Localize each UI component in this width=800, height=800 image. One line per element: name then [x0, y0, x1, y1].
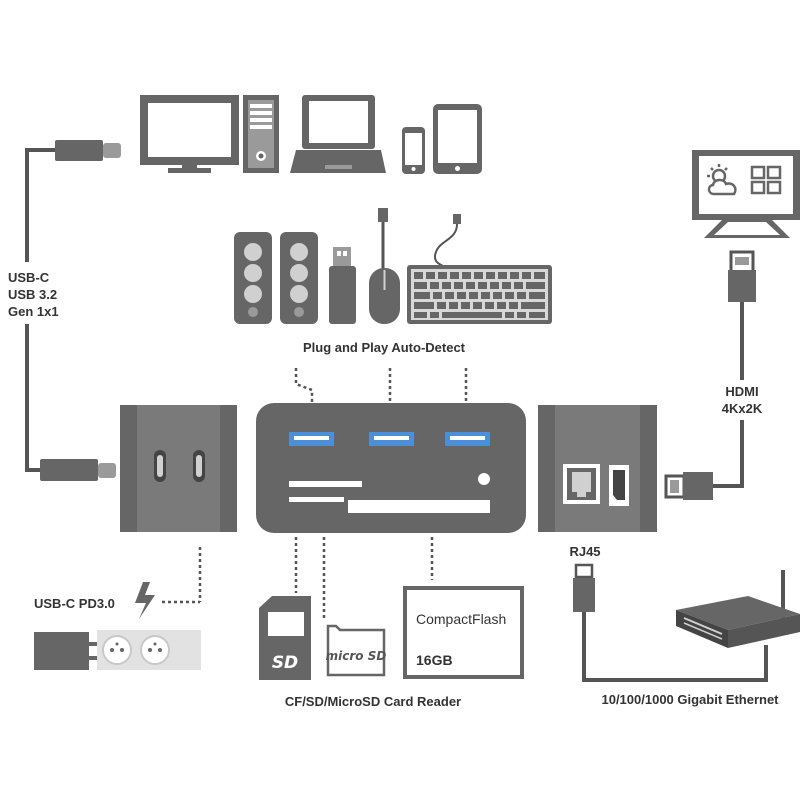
- usbc-label-line2: USB 3.2: [8, 287, 57, 302]
- hdmi-label-line1: HDMI: [725, 384, 758, 399]
- rj45-label: RJ45: [569, 544, 600, 559]
- ethernet-label: 10/100/1000 Gigabit Ethernet: [601, 692, 779, 707]
- cf-capacity: 16GB: [416, 652, 453, 668]
- power-socket-icon: [97, 630, 201, 670]
- smartphone-icon: [402, 127, 425, 174]
- hub-usbc-block: [120, 405, 237, 532]
- status-led: [478, 473, 490, 485]
- cf-slot: [348, 500, 490, 513]
- router-icon: [676, 570, 800, 648]
- hub-main-block: [256, 403, 526, 533]
- usbc-label-line1: USB-C: [8, 270, 50, 285]
- usb-stick-icon: [329, 247, 356, 324]
- microsd-logo: micro SD: [326, 649, 387, 663]
- hdmi-cable: [664, 250, 756, 500]
- microsd-slot: [289, 481, 362, 487]
- hdmi-label-line2: 4Kx2K: [722, 401, 763, 416]
- usbc-pd-label: USB-C PD3.0: [34, 596, 115, 611]
- hdmi-plug-icon: [664, 472, 713, 500]
- pc-tower-icon: [243, 95, 279, 173]
- usbc-plug-bottom: [40, 459, 98, 481]
- lightning-icon: [135, 582, 155, 619]
- card-slot-connectors: [294, 537, 434, 618]
- compactflash-card-icon: CompactFlash 16GB: [403, 586, 524, 679]
- keyboard-icon: [407, 214, 552, 324]
- sd-card-icon: SD: [259, 596, 311, 680]
- hub-network-block: [538, 405, 657, 532]
- card-reader-label: CF/SD/MicroSD Card Reader: [285, 694, 461, 709]
- laptop-icon: [290, 95, 386, 173]
- plug-and-play-label: Plug and Play Auto-Detect: [303, 340, 466, 355]
- mouse-icon: [369, 208, 400, 324]
- usbc-label-line3: Gen 1x1: [8, 304, 59, 319]
- rj45-plug-icon: [573, 563, 595, 622]
- ethernet-cable: [582, 622, 768, 682]
- hdmi-plug-icon: [728, 250, 756, 302]
- usb-port-connectors: [294, 368, 468, 402]
- sd-slot: [289, 497, 344, 502]
- microsd-card-icon: micro SD: [326, 624, 387, 677]
- monitor-icon: [140, 95, 239, 173]
- tv-icon: [692, 150, 800, 238]
- sd-logo: SD: [272, 653, 298, 673]
- power-adapter-icon: [34, 632, 99, 670]
- usbc-plug-top: [55, 140, 103, 161]
- cf-brand: CompactFlash: [416, 611, 506, 627]
- tablet-icon: [433, 104, 482, 174]
- speakers-icon: [234, 232, 318, 324]
